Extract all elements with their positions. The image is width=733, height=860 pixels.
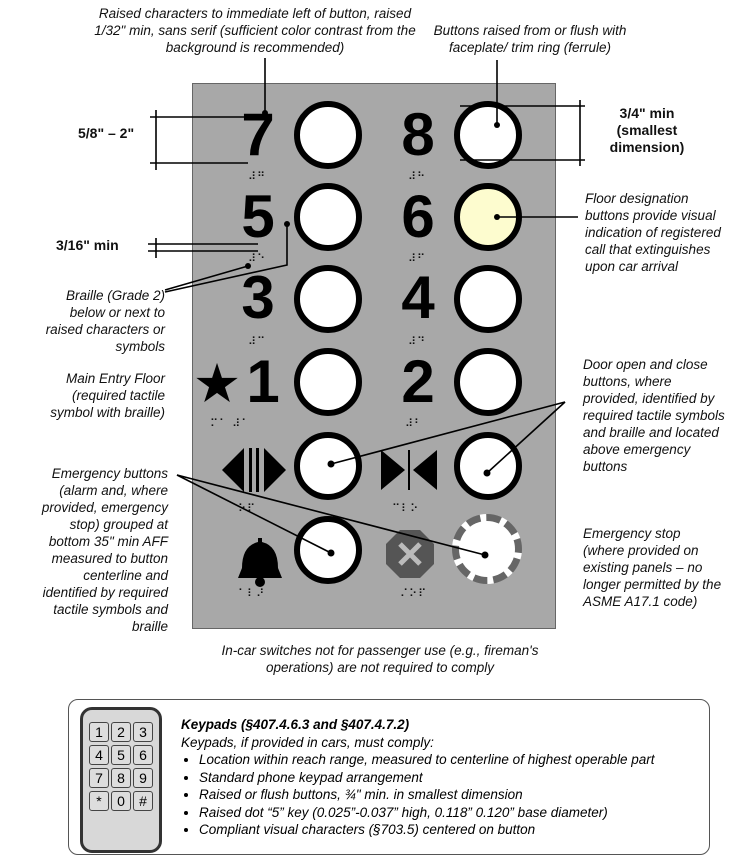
keypad-bullet: Compliant visual characters (§703.5) cen… (199, 821, 655, 839)
keypad-key: 0 (111, 791, 131, 811)
door-close-button[interactable] (454, 432, 522, 500)
floor-number-4: 4 (401, 264, 435, 331)
floor-number-3: 3 (241, 264, 275, 331)
floor-number-5: 5 (241, 183, 275, 250)
keypad-bullet: Raised dot “5” key (0.025”-0.037” high, … (199, 804, 655, 822)
keypad-key: 8 (111, 768, 131, 788)
keypad-callout-box (68, 699, 710, 855)
keypad-key: 6 (133, 745, 153, 765)
floor-button-2[interactable] (454, 348, 522, 416)
floor-button-7[interactable] (294, 101, 362, 169)
note-raised-characters: Raised characters to immediate left of b… (94, 6, 416, 55)
note-floor-designation: Floor designation buttons provide visual… (585, 191, 721, 274)
braille-icon: ⠼⠓ (408, 171, 427, 183)
door-open-button[interactable] (294, 432, 362, 500)
braille-icon: ⠁⠇⠜ (238, 588, 266, 600)
floor-button-4[interactable] (454, 265, 522, 333)
floor-number-7: 7 (241, 101, 275, 168)
keypad-key: 7 (89, 768, 109, 788)
floor-number-2: 2 (401, 348, 435, 415)
note-door-buttons: Door open and close buttons, where provi… (583, 357, 725, 474)
braille-icon: ⠼⠉ (248, 336, 267, 348)
note-button-size: 3/4" min (smallest dimension) (609, 105, 685, 155)
note-buttons-raised: Buttons raised from or flush with facepl… (433, 23, 627, 55)
floor-button-8[interactable] (454, 101, 522, 169)
braille-icon: ⠉⠇⠕ (392, 503, 420, 515)
keypad-key: * (89, 791, 109, 811)
floor-number-6: 6 (401, 183, 435, 250)
floor-number-1: 1 (246, 348, 280, 415)
keypad-key: 9 (133, 768, 153, 788)
keypad-title: Keypads (§407.4.6.3 and §407.4.7.2) (181, 717, 410, 732)
note-in-car-switches: In-car switches not for passenger use (e… (221, 643, 539, 675)
floor-button-1[interactable] (294, 348, 362, 416)
braille-icon: ⠼⠑ (248, 253, 267, 265)
braille-icon: ⠼⠋ (408, 253, 427, 265)
keypad-bullet: Raised or flush buttons, ¾" min. in smal… (199, 786, 655, 804)
keypad-requirements: Keypads (§407.4.6.3 and §407.4.7.2) Keyp… (181, 716, 655, 839)
note-char-height: 5/8" – 2" (78, 125, 135, 141)
emergency-stop-icon (386, 530, 434, 578)
keypad-bullet: Location within reach range, measured to… (199, 751, 655, 769)
keypad-key: 2 (111, 722, 131, 742)
bell-icon (238, 538, 282, 587)
braille-icon: ⠍⠁ ⠼⠁ (210, 418, 251, 430)
keypad-intro: Keypads, if provided in cars, must compl… (181, 734, 434, 750)
floor-button-3[interactable] (294, 265, 362, 333)
keypad-bullet: Standard phone keypad arrangement (199, 769, 655, 787)
keypad-key: # (133, 791, 153, 811)
note-braille-spacing: 3/16" min (56, 237, 119, 253)
note-braille: Braille (Grade 2) below or next to raise… (45, 288, 165, 354)
braille-icon: ⠼⠙ (408, 336, 427, 348)
braille-icon: ⠼⠛ (248, 171, 267, 183)
note-emergency-stop: Emergency stop (where provided on existi… (583, 526, 722, 609)
braille-icon: ⠼⠃ (405, 418, 424, 430)
door-close-icon (381, 450, 437, 490)
keypad-key: 4 (89, 745, 109, 765)
keypad-key: 1 (89, 722, 109, 742)
note-emergency-buttons: Emergency buttons (alarm and, where prov… (41, 466, 168, 634)
floor-number-8: 8 (401, 101, 435, 168)
keypad-key: 5 (111, 745, 131, 765)
note-main-entry: Main Entry Floor (required tactile symbo… (50, 371, 165, 420)
keypad-key: 3 (133, 722, 153, 742)
braille-icon: ⠌⠕⠏ (400, 588, 428, 600)
alarm-button[interactable] (294, 516, 362, 584)
symbols-and-leaders (148, 58, 585, 587)
floor-button-5[interactable] (294, 183, 362, 251)
star-icon: ★ (195, 358, 239, 411)
door-open-icon (222, 448, 286, 492)
